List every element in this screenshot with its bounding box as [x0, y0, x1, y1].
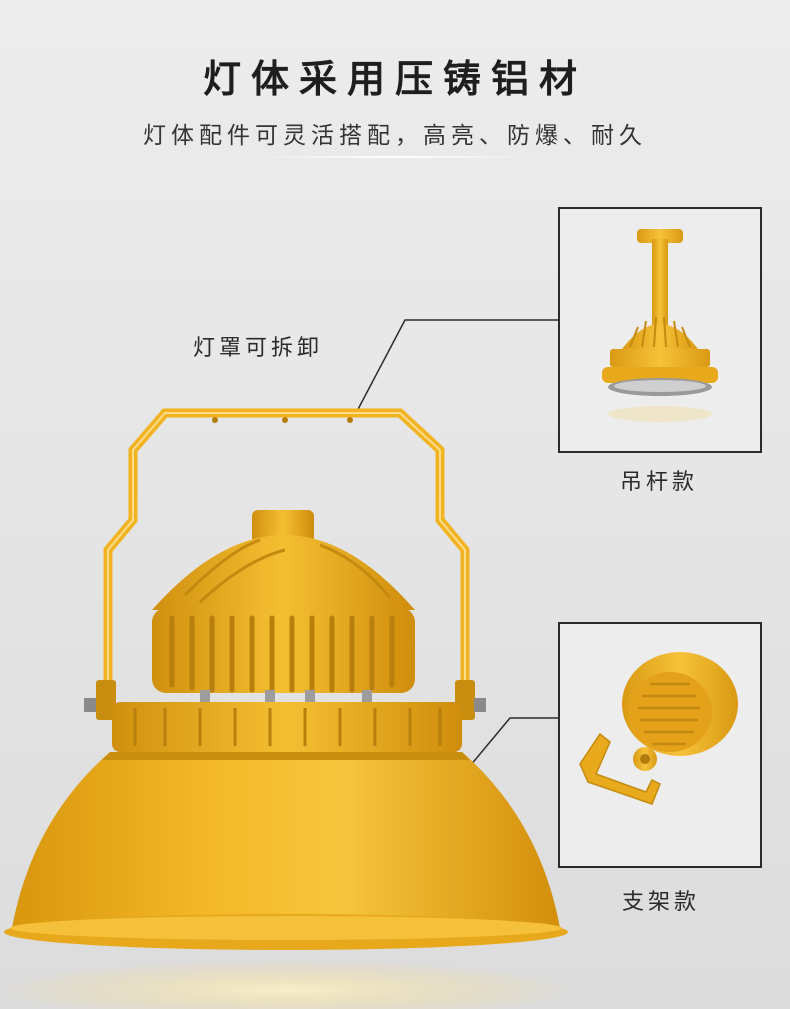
pendant-rod-lamp-image — [602, 229, 718, 422]
page-title: 灯体采用压铸铝材 — [202, 57, 587, 101]
variant-label-pendant: 吊杆款 — [620, 470, 699, 495]
inset-bracket-variant — [558, 622, 762, 868]
bracket-mount-lamp-image — [579, 652, 738, 805]
main-lamp-image — [0, 408, 576, 1009]
variant-label-bracket: 支架款 — [622, 890, 701, 915]
subtitle-underline — [255, 156, 535, 158]
inset-pendant-variant — [558, 207, 762, 453]
page-subtitle: 灯体配件可灵活搭配，高亮、防爆、耐久 — [143, 123, 647, 149]
callout-shade-removable: 灯罩可拆卸 — [193, 336, 324, 361]
